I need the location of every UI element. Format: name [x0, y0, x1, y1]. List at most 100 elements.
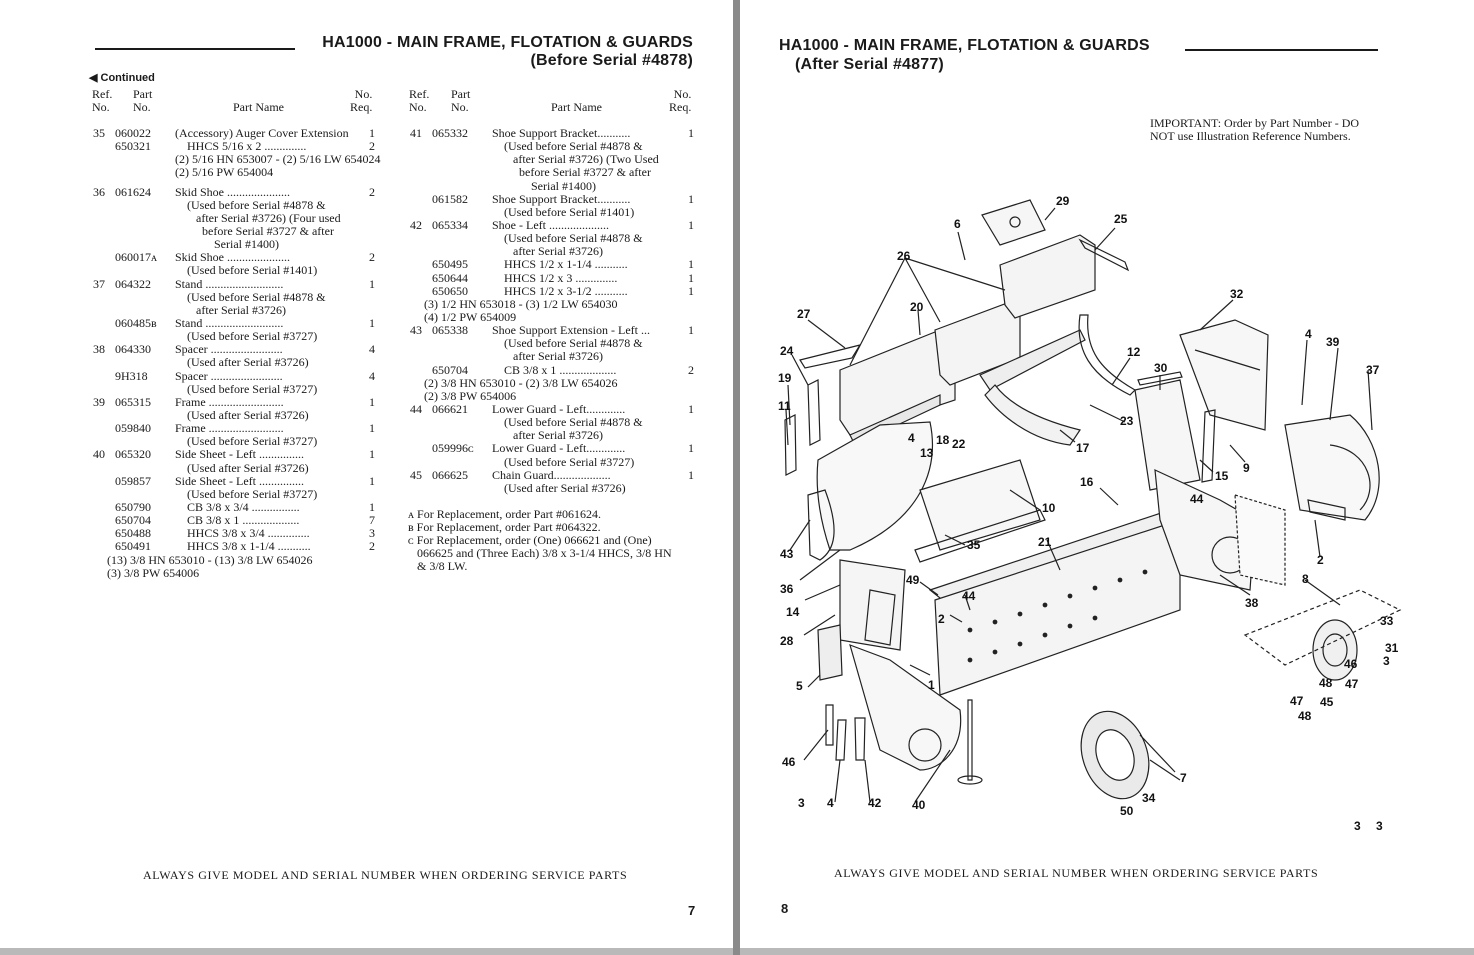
callout-label: 47 — [1290, 694, 1304, 708]
part-name: (Used before Serial #4878 & — [492, 415, 643, 430]
part-number: 060017ᴀ — [115, 250, 158, 265]
callout-label: 3 — [1383, 654, 1390, 668]
part-name: before Serial #3727 & after — [175, 223, 334, 238]
callout-label: 9 — [1243, 461, 1250, 475]
part-row: (3) 1/2 HN 653018 - (3) 1/2 LW 654030 — [410, 297, 694, 311]
page-number-7: 7 — [688, 903, 696, 918]
part-row: 650495 HHCS 1/2 x 1-1/4 ...........1 — [410, 258, 694, 271]
ref-number: 42 — [410, 217, 422, 232]
part-name: (Accessory) Auger Cover Extension — [175, 126, 349, 140]
callout-label: 4 — [908, 431, 915, 445]
part-name: (Used before Serial #4878 & — [492, 336, 643, 351]
part-row: (Used before Serial #4878 & — [93, 289, 375, 304]
quantity: 1 — [688, 467, 694, 482]
part-name: (Used before Serial #3727) — [175, 434, 318, 449]
part-number: 650321 — [115, 139, 151, 154]
part-name: Chain Guard................... — [492, 467, 611, 482]
replacement-note: ᴀ For Replacement, order Part #061624. — [408, 507, 601, 521]
part-row: (Used before Serial #1401) — [410, 204, 694, 219]
header-part-2: Part No. — [451, 87, 471, 114]
part-name: HHCS 3/8 x 1-1/4 ........... — [175, 539, 311, 554]
part-number: 065320 — [115, 447, 151, 462]
part-row: (Used before Serial #4878 & — [410, 139, 694, 153]
page-gutter — [733, 0, 740, 955]
part-name: Stand .......................... — [175, 315, 284, 330]
part-row: 650488 HHCS 3/8 x 3/4 ..............3 — [93, 527, 375, 540]
callout-label: 10 — [1042, 501, 1056, 515]
part-row: (2) 5/16 HN 653007 - (2) 5/16 LW 654024 — [93, 153, 381, 166]
callout-label: 30 — [1154, 361, 1168, 375]
callout-label: 37 — [1366, 363, 1380, 377]
part-number: 065315 — [115, 394, 151, 409]
callout-label: 17 — [1076, 441, 1090, 455]
callout-label: 44 — [1190, 492, 1204, 506]
callout-label: 36 — [780, 582, 794, 596]
left-subtitle: (Before Serial #4878) — [530, 52, 693, 69]
title-rule-left — [95, 48, 295, 50]
part-number: 060022 — [115, 126, 151, 140]
header-part: Part No. — [133, 87, 153, 114]
part-name: Side Sheet - Left ............... — [175, 447, 304, 462]
quantity: 1 — [369, 315, 375, 330]
quantity: 1 — [369, 473, 375, 488]
quantity: 1 — [688, 126, 694, 140]
callout-label: 21 — [1038, 535, 1052, 549]
part-number: 060485ʙ — [115, 315, 157, 330]
part-name: (2) 5/16 HN 653007 - (2) 5/16 LW 654024 — [175, 152, 381, 167]
ref-number: 45 — [410, 467, 422, 482]
part-number: 650495 — [432, 257, 468, 272]
part-row: (Used before Serial #1401) — [93, 264, 375, 277]
right-title: HA1000 - MAIN FRAME, FLOTATION & GUARDS — [779, 37, 1150, 54]
important-note: IMPORTANT: Order by Part Number - DO NOT… — [1150, 117, 1359, 143]
part-name: after Serial #3726) — [175, 302, 286, 317]
part-row: before Serial #3727 & after — [410, 166, 694, 179]
part-name: (Used before Serial #1401) — [175, 263, 318, 278]
quantity: 1 — [369, 126, 375, 140]
part-row: after Serial #3726) (Two Used — [410, 153, 694, 166]
callout-label: 6 — [954, 217, 961, 231]
part-name: HHCS 1/2 x 1-1/4 ........... — [492, 257, 628, 272]
callout-label: 7 — [1180, 771, 1187, 785]
part-name: Frame ......................... — [175, 421, 284, 436]
part-row: (4) 1/2 PW 654009 — [410, 310, 694, 324]
ref-number: 39 — [93, 394, 105, 409]
part-name: (Used before Serial #3727) — [175, 381, 318, 396]
part-row: (Used after Serial #3726) — [93, 408, 375, 422]
part-number: 650650 — [432, 283, 468, 298]
part-number: 066625 — [432, 467, 468, 482]
callout-label: 8 — [1302, 572, 1309, 586]
part-row: 650321 HHCS 5/16 x 2 ..............2 — [93, 139, 375, 154]
part-row: (Used before Serial #4878 & — [410, 337, 694, 350]
part-name: (Used before Serial #1401) — [492, 204, 635, 219]
part-row: (3) 3/8 PW 654006 — [93, 566, 375, 580]
replacement-note: ᴄ For Replacement, order (One) 066621 an… — [408, 533, 652, 547]
part-name: (Used before Serial #4878 & — [175, 289, 326, 304]
part-name: CB 3/8 x 3/4 ................ — [175, 499, 300, 514]
part-number: 9H318 — [115, 368, 148, 383]
part-row: after Serial #3726) — [410, 245, 694, 258]
part-name: after Serial #3726) — [492, 244, 603, 259]
part-name: (13) 3/8 HN 653010 - (13) 3/8 LW 654026 — [107, 552, 313, 567]
replacement-note: 066625 and (Three Each) 3/8 x 3-1/4 HHCS… — [408, 546, 672, 560]
part-number: 065338 — [432, 323, 468, 338]
part-row: (Used before Serial #3727) — [93, 381, 375, 396]
part-row: (Used before Serial #3727) — [93, 435, 375, 448]
part-name: Shoe Support Bracket........... — [492, 126, 631, 140]
quantity: 1 — [369, 499, 375, 514]
part-name: Serial #1400) — [492, 178, 596, 193]
part-row: (Used after Serial #3726) — [93, 461, 375, 475]
part-name: after Serial #3726) (Two Used — [492, 152, 659, 167]
header-req-2: No. Req. — [669, 87, 692, 114]
callout-label: 45 — [1320, 695, 1334, 709]
callout-label: 18 — [936, 433, 950, 447]
part-number: 059996ᴄ — [432, 441, 474, 456]
part-name: CB 3/8 x 1 ................... — [175, 513, 300, 528]
header-ref-2: Ref. No. — [409, 87, 430, 114]
